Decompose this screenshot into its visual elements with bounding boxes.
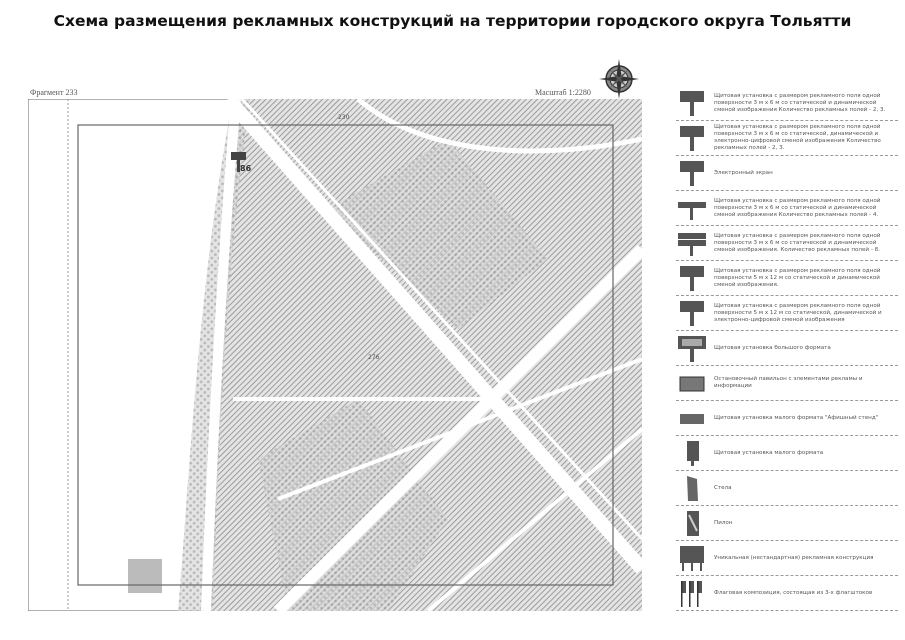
small-billboard-icon xyxy=(676,439,708,467)
legend-item-text: Щитовая установка с размером рекламного … xyxy=(714,124,881,151)
roads xyxy=(201,99,642,611)
unique-construction-icon xyxy=(676,544,708,572)
legend-item: Пилон xyxy=(676,506,898,541)
legend-item-text: Щитовая установка малого формата xyxy=(714,449,824,456)
billboard-4-fields-icon xyxy=(676,194,708,222)
legend-item-text: Электронный экран xyxy=(714,169,773,176)
billboard-5x12-digital-icon xyxy=(676,299,708,327)
legend-item: Электронный экран xyxy=(676,156,898,191)
flag-composition-icon xyxy=(676,579,708,607)
billboard-5x12-icon xyxy=(676,264,708,292)
legend-item-text: Флаговая композиция, состоящая из 3-х фл… xyxy=(714,589,873,596)
legend-item: Щитовая установка малого формата xyxy=(676,436,898,471)
legend-item: Стела xyxy=(676,471,898,506)
billboard-8-fields-icon xyxy=(676,229,708,257)
legend-item-text: Щитовая установка с размером рекламного … xyxy=(714,92,886,113)
pylon-icon xyxy=(676,509,708,537)
legend-item-text: Стела xyxy=(714,484,732,491)
legend-item: Щитовая установка с размером рекламного … xyxy=(676,121,898,156)
legend-item-text: Пилон xyxy=(714,519,733,526)
legend-item: Щитовая установка с размером рекламного … xyxy=(676,226,898,261)
billboard-marker-86[interactable] xyxy=(231,152,246,172)
legend-item-text: Остановочный павильон с элементами рекла… xyxy=(714,376,863,389)
legend-item: Щитовая установка с размером рекламного … xyxy=(676,191,898,226)
stele-icon xyxy=(676,474,708,502)
legend-item: Уникальная (нестандартная) рекламная кон… xyxy=(676,541,898,576)
legend-item-text: Щитовая установка малого формата "Афишны… xyxy=(714,414,879,421)
parcel-label: 230 xyxy=(338,114,350,121)
billboard-static-dynamic-icon xyxy=(676,89,708,117)
parcel-label: 276 xyxy=(368,354,380,361)
legend-item: Щитовая установка с размером рекламного … xyxy=(676,296,898,331)
poster-stand-icon xyxy=(676,404,708,432)
legend-item-text: Щитовая установка с размером рекламного … xyxy=(714,267,881,288)
electronic-screen-icon xyxy=(676,159,708,187)
block-area xyxy=(258,399,448,611)
bus-stop-pavilion-icon xyxy=(676,369,708,397)
legend-item: Щитовая установка с размером рекламного … xyxy=(676,86,898,121)
legend-item: Щитовая установка большого формата xyxy=(676,331,898,366)
legend-item-text: Щитовая установка с размером рекламного … xyxy=(714,302,882,323)
legend-item: Щитовая установка малого формата "Афишны… xyxy=(676,401,898,436)
inner-frame xyxy=(77,124,614,586)
legend-item: Остановочный павильон с элементами рекла… xyxy=(676,366,898,401)
legend-item-text: Щитовая установка большого формата xyxy=(714,344,831,351)
block-area xyxy=(328,139,548,329)
marker-label[interactable]: 86 xyxy=(240,164,252,173)
legend-item-text: Щитовая установка с размером рекламного … xyxy=(714,232,881,253)
page-title: Схема размещения рекламных конструкций н… xyxy=(53,12,852,30)
fragment-label: Фрагмент 233 xyxy=(30,88,78,97)
map-fragment[interactable]: 230 276 xyxy=(28,99,642,611)
large-format-billboard-icon xyxy=(676,334,708,362)
legend-item: Щитовая установка с размером рекламного … xyxy=(676,261,898,296)
compass-rose-icon xyxy=(599,59,639,99)
scale-label: Масштаб 1:2280 xyxy=(535,88,591,97)
legend-item: Флаговая композиция, состоящая из 3-х фл… xyxy=(676,576,898,611)
billboard-digital-icon xyxy=(676,124,708,152)
legend: Щитовая установка с размером рекламного … xyxy=(676,86,898,611)
legend-item-text: Щитовая установка с размером рекламного … xyxy=(714,197,881,218)
legend-item-text: Уникальная (нестандартная) рекламная кон… xyxy=(714,554,874,561)
